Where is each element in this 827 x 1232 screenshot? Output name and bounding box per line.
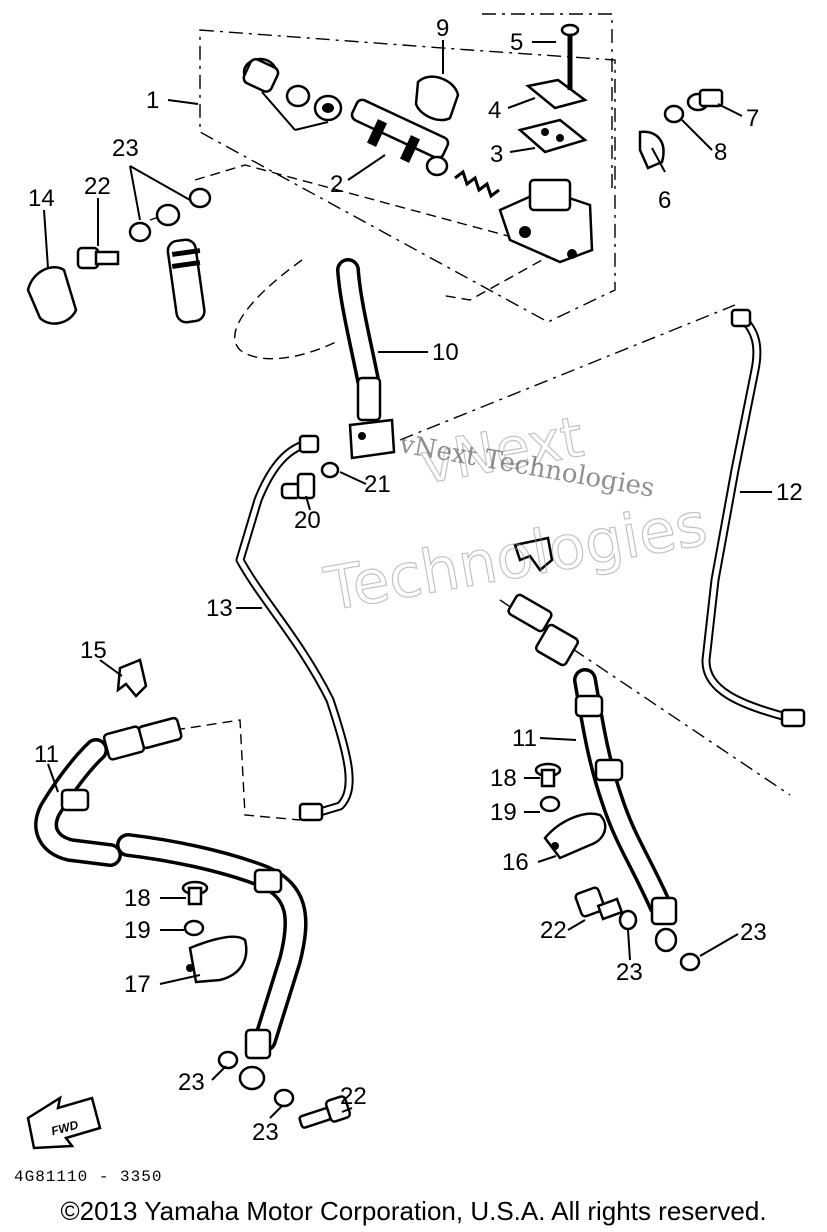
joint-bolt	[280, 472, 316, 500]
callout-19-left: 19	[124, 917, 151, 944]
banjo-hose-end	[155, 203, 206, 324]
union-bolt	[76, 246, 120, 270]
callout-13: 13	[206, 595, 233, 622]
hose-guide-17	[186, 935, 248, 984]
callout-23-right-b: 23	[616, 959, 643, 986]
hose-guide-16	[543, 812, 607, 860]
right-hose-fitting	[507, 593, 580, 667]
callout-18-left: 18	[124, 885, 151, 912]
connection-line	[149, 209, 181, 221]
connection-line	[399, 304, 736, 441]
callout-2: 2	[330, 171, 343, 198]
callout-7: 7	[746, 105, 759, 132]
lever-bolt	[686, 88, 724, 112]
callout-23-right-a: 23	[740, 919, 767, 946]
union-bolt-22-left	[298, 1095, 352, 1129]
connection-line	[234, 259, 341, 360]
guide-bolt-18-right	[534, 762, 562, 788]
callout-17: 17	[124, 971, 151, 998]
copyright-notice: ©2013 Yamaha Motor Corporation, U.S.A. A…	[60, 1196, 767, 1226]
banjo-hose-end	[654, 927, 678, 953]
callout-23-left-a: 23	[178, 1069, 205, 1096]
hose-clamp-15-right	[513, 536, 554, 572]
circlip	[285, 84, 311, 108]
callout-4: 4	[488, 97, 501, 124]
callout-23-left-b: 23	[252, 1119, 279, 1146]
callout-20: 20	[294, 507, 321, 534]
callout-16: 16	[502, 849, 529, 876]
copper-washer	[128, 221, 152, 243]
banjo-cover	[26, 265, 78, 325]
hose-clamp-15-left	[116, 658, 148, 698]
callout-23-top: 23	[112, 135, 139, 162]
connection-line	[194, 164, 562, 301]
copper-washer	[618, 909, 638, 931]
callout-19-right: 19	[490, 799, 517, 826]
hose-collar	[244, 1028, 272, 1060]
banjo-hose-end	[238, 1065, 266, 1091]
callout-18-right: 18	[490, 765, 517, 792]
callout-9: 9	[436, 15, 449, 42]
joint-washer	[320, 461, 340, 479]
fwd-label: FWD	[50, 1118, 80, 1139]
callout-labels: 1 2 3 4 5 6 7 8 9 10 11 11 12 13 14 15 1…	[28, 15, 803, 1146]
copper-washer	[188, 187, 212, 209]
callout-6: 6	[658, 187, 671, 214]
callout-11-left: 11	[34, 741, 59, 768]
hose-collar	[253, 868, 283, 894]
copper-washer	[273, 1088, 295, 1108]
lever-holder	[414, 75, 460, 122]
lever-nut	[663, 104, 685, 124]
callout-1: 1	[146, 87, 159, 114]
callout-10: 10	[432, 339, 459, 366]
callout-5: 5	[510, 29, 523, 56]
master-cylinder-boot	[242, 57, 280, 93]
connection-line	[174, 719, 301, 821]
callout-11-right: 11	[512, 725, 537, 752]
callout-22-right: 22	[540, 917, 567, 944]
callout-8: 8	[714, 139, 727, 166]
callout-21: 21	[364, 471, 391, 498]
guide-washer-19-left	[183, 919, 205, 937]
return-spring	[454, 169, 500, 199]
pipe-fitting	[298, 434, 320, 454]
left-hose-fitting	[102, 716, 183, 761]
cap-screw	[560, 23, 580, 90]
master-cylinder-body	[498, 178, 594, 264]
master-cylinder-group-box	[199, 29, 616, 323]
reservoir-diaphragm	[517, 118, 588, 154]
callout-15: 15	[80, 637, 107, 664]
hose-collar	[574, 694, 604, 718]
reservoir-cap-group-box	[482, 13, 613, 190]
pipe-fitting	[730, 308, 752, 328]
piston-cup	[425, 155, 449, 177]
reservoir-cap	[525, 78, 588, 110]
pipe-fitting	[780, 708, 806, 728]
guide-bolt-18-left	[181, 880, 209, 906]
pipe-fitting	[298, 802, 324, 822]
hose-collar	[60, 788, 90, 812]
forward-arrow-icon: FWD	[26, 1095, 102, 1150]
hose-collar	[594, 758, 624, 782]
callout-14: 14	[28, 185, 55, 212]
three-way-joint	[348, 376, 396, 460]
hose-collar	[650, 896, 678, 926]
copper-washer	[679, 952, 701, 972]
piston-assembly	[350, 98, 450, 163]
callout-12: 12	[776, 479, 803, 506]
union-bolt-22-right	[574, 886, 624, 921]
callout-3: 3	[490, 141, 503, 168]
callout-22-top: 22	[84, 173, 111, 200]
guide-washer-19-right	[539, 795, 561, 813]
drawing-code: 4G81110 - 3350	[14, 1168, 163, 1186]
brake-pipe-12	[701, 313, 795, 723]
copper-washer	[217, 1050, 239, 1070]
callout-leaders	[43, 40, 772, 1119]
callout-22-bottom: 22	[340, 1083, 367, 1110]
